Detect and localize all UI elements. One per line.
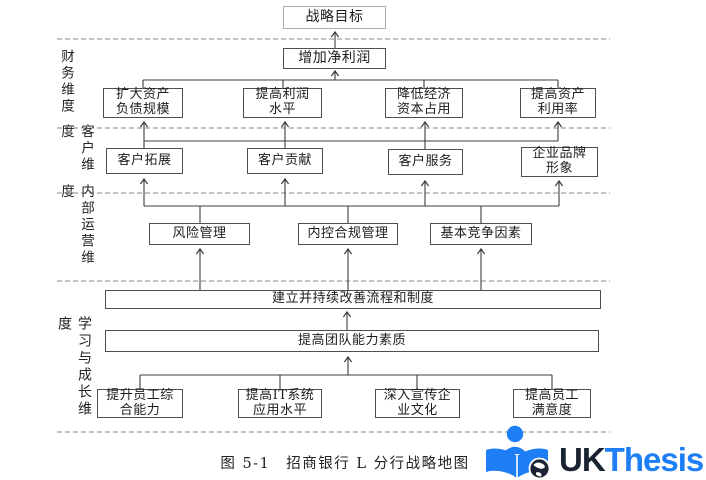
node-finance-utilization: 提高资产 利用率 [520, 88, 596, 118]
node-customer-service: 客户服务 [388, 149, 463, 175]
logo-text-thesis: Thesis [604, 441, 705, 478]
node-customer-contribution: 客户贡献 [247, 148, 323, 174]
node-learning-it-system: 提高IT系统 应用水平 [238, 388, 322, 418]
node-learning-culture: 深入宣传企 业文化 [375, 388, 460, 418]
node-internal-competition: 基本竞争因素 [430, 223, 532, 245]
ukthesis-logo: UKThesis [483, 423, 706, 480]
node-internal-risk: 风险管理 [149, 223, 250, 245]
perspective-label-customer: 客户维度 [58, 124, 94, 174]
section-divider-dashed-lines [57, 38, 610, 433]
node-process-improvement: 建立并持续改善流程和制度 [105, 290, 601, 309]
perspective-label-learning: 学习与成长维度 [56, 316, 92, 418]
node-net-profit: 增加净利润 [283, 48, 386, 69]
node-finance-profit-level: 提高利润 水平 [243, 88, 322, 118]
node-customer-brand: 企业品牌 形象 [521, 147, 598, 177]
node-finance-capital: 降低经济 资本占用 [385, 88, 463, 118]
book-reader-globe-icon [486, 425, 551, 480]
node-internal-compliance: 内控合规管理 [298, 223, 398, 245]
perspective-label-internal: 内部运营维度 [58, 184, 94, 267]
logo-text-uk: UK [559, 441, 606, 478]
perspective-label-finance: 财务维度 [58, 49, 74, 115]
node-finance-scale: 扩大资产 负债规模 [103, 88, 183, 118]
node-customer-expansion: 客户拓展 [106, 148, 183, 174]
figure-caption: 图 5-1 招商银行 L 分行战略地图 [220, 456, 470, 472]
node-learning-satisfaction: 提高员工 满意度 [513, 388, 591, 418]
node-learning-staff-ability: 提升员工综 合能力 [97, 388, 183, 418]
node-strategic-goal: 战略目标 [283, 6, 386, 29]
node-team-quality: 提高团队能力素质 [105, 330, 599, 352]
